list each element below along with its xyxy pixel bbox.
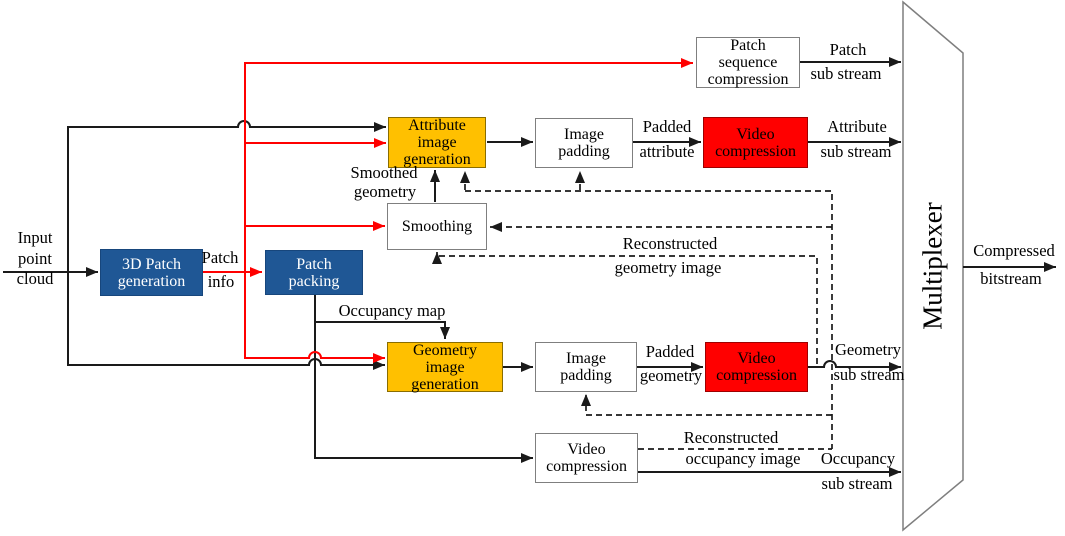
patch-sub-stream-label-line1: Patch	[829, 40, 867, 59]
attribute-sub-stream-label-line2: sub stream	[820, 142, 892, 161]
arrow-occupancy-map	[315, 321, 450, 339]
image-padding-geometry-box: Image padding	[535, 342, 637, 392]
patch-sub-stream-label-line2: sub stream	[810, 64, 882, 83]
arrow-input-to-attribute-generation	[67, 120, 386, 272]
image-padding-attribute-box: Image padding	[535, 118, 633, 168]
arrow-patchinfo-to-patch-sequence	[244, 58, 693, 272]
compressed-bitstream-label-line1: Compressed	[973, 241, 1055, 260]
patch-packing-box: Patch packing	[265, 250, 363, 295]
arrow-patchinfo-to-geometry-generation	[244, 272, 385, 363]
video-compression-geometry-box: Video compression	[705, 342, 808, 392]
occupancy-sub-stream-label-line1: Occupancy	[820, 449, 896, 468]
dashed-feedback-bus	[465, 190, 833, 449]
patch-info-label-line1: Patch	[201, 248, 239, 267]
dashed-arrow-into-image-padding-geometry	[581, 394, 832, 416]
padded-geometry-label-line2: geometry	[639, 366, 703, 385]
padded-attribute-label-line2: attribute	[639, 142, 695, 161]
occupancy-map-label: Occupancy map	[338, 301, 446, 320]
geometry-sub-stream-label-line1: Geometry	[835, 340, 901, 359]
arrow-packing-to-occupancy-compression	[314, 295, 533, 463]
video-compression-attribute-box: Video compression	[703, 117, 808, 168]
reconstructed-occupancy-label-line1: Reconstructed	[683, 428, 779, 447]
input-point-cloud-label: Input point cloud	[16, 228, 54, 288]
patch-info-label-line2: info	[207, 272, 235, 291]
smoothing-box: Smoothing	[387, 203, 487, 250]
geometry-image-generation-box: Geometry image generation	[387, 342, 503, 393]
patch-sequence-compression-box: Patch sequence compression	[696, 37, 800, 88]
arrow-geometry-sub-stream	[808, 360, 901, 372]
video-compression-occupancy-box: Video compression	[535, 433, 638, 483]
dashed-reconstructed-geometry-to-smoothing	[432, 252, 818, 364]
reconstructed-geometry-label-line2: geometry image	[614, 258, 722, 277]
attribute-image-generation-box: Attribute image generation	[388, 117, 486, 168]
smoothed-geometry-label-line2: geometry	[353, 182, 417, 201]
compressed-bitstream-label-line2: bitstream	[980, 269, 1042, 288]
attribute-sub-stream-label-line1: Attribute	[827, 117, 887, 136]
patch-generation-box: 3D Patch generation	[100, 249, 203, 296]
multiplexer-shape	[902, 0, 964, 532]
smoothed-geometry-label-line1: Smoothed	[350, 163, 418, 182]
multiplexer-label: Multiplexer	[917, 202, 948, 330]
occupancy-sub-stream-label-line2: sub stream	[821, 474, 893, 493]
reconstructed-occupancy-label-line2: occupancy image	[685, 449, 801, 468]
padded-attribute-label-line1: Padded	[642, 117, 692, 136]
geometry-sub-stream-label-line2: sub stream	[833, 365, 905, 384]
padded-geometry-label-line1: Padded	[645, 342, 695, 361]
reconstructed-geometry-label-line1: Reconstructed	[622, 234, 718, 253]
